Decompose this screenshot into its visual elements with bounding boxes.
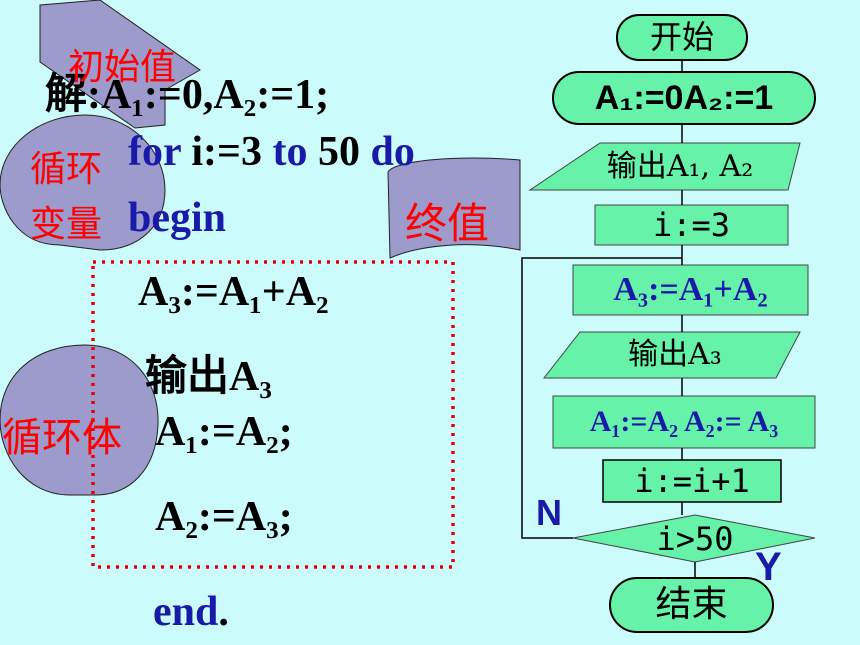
condition-label: i>50 [656, 520, 734, 558]
init-terminal [552, 71, 816, 125]
end-keyword: end [153, 589, 219, 635]
end-terminal [609, 577, 774, 633]
for-keyword: for [128, 129, 181, 175]
output12-label: 输出A₁, A₂ [606, 149, 754, 184]
loop-variable-label-line2: 变量 [30, 204, 103, 245]
start-label: 开始 [649, 18, 714, 56]
for-limit: 50 [307, 129, 371, 175]
flow-connectors [521, 60, 696, 578]
i-init-label: i:=3 [652, 206, 731, 244]
inc-box [602, 459, 782, 503]
end-label: 结束 [655, 584, 728, 625]
end-dot: . [218, 589, 229, 635]
a3-box [572, 264, 809, 316]
no-branch-label: N [536, 492, 562, 533]
loop-body-dotted-box [91, 260, 455, 569]
end-keyword-line: end. [153, 588, 229, 636]
init-label: A₁:=0A₂:=1 [594, 79, 774, 117]
begin-keyword: begin [128, 195, 227, 241]
initial-value-callout-shape [39, 0, 201, 129]
code-line-for: for i:=3 to 50 do [128, 128, 415, 176]
swap-label: A₁:=A₂ A₂:= A₃ [589, 405, 779, 438]
a3-label: A₃:=A₁+A₂ [613, 271, 768, 308]
code-line-a3: A₃:=A₁+A₂ [138, 269, 329, 315]
for-var: i:=3 [180, 129, 273, 175]
to-keyword: to [272, 129, 308, 175]
loop-variable-callout-shape [0, 114, 166, 251]
final-value-label: 终值 [405, 199, 490, 248]
swap-box [552, 395, 816, 449]
do-keyword: do [370, 129, 415, 175]
code-line-init: 解:A₁:=0,A₂:=1; [45, 72, 330, 118]
inc-label: i:=i+1 [634, 462, 750, 500]
yes-branch-label: Y [755, 545, 782, 589]
output3-label: 输出A₃ [628, 337, 722, 372]
code-line-a1: A₁:=A₂; [155, 409, 293, 455]
output12-parallelogram [528, 142, 801, 191]
code-line-output: 输出A₃ [145, 354, 272, 400]
loop-body-callout-shape [0, 344, 159, 496]
loop-variable-label-line1: 循环 [30, 149, 103, 190]
final-value-callout-shape [387, 157, 521, 259]
output3-parallelogram [542, 331, 801, 379]
initial-value-label: 初始值 [68, 47, 177, 88]
code-line-a2: A₂:=A₃; [155, 494, 293, 540]
i-init-box [594, 204, 789, 246]
loop-body-label: 循环体 [2, 415, 122, 461]
